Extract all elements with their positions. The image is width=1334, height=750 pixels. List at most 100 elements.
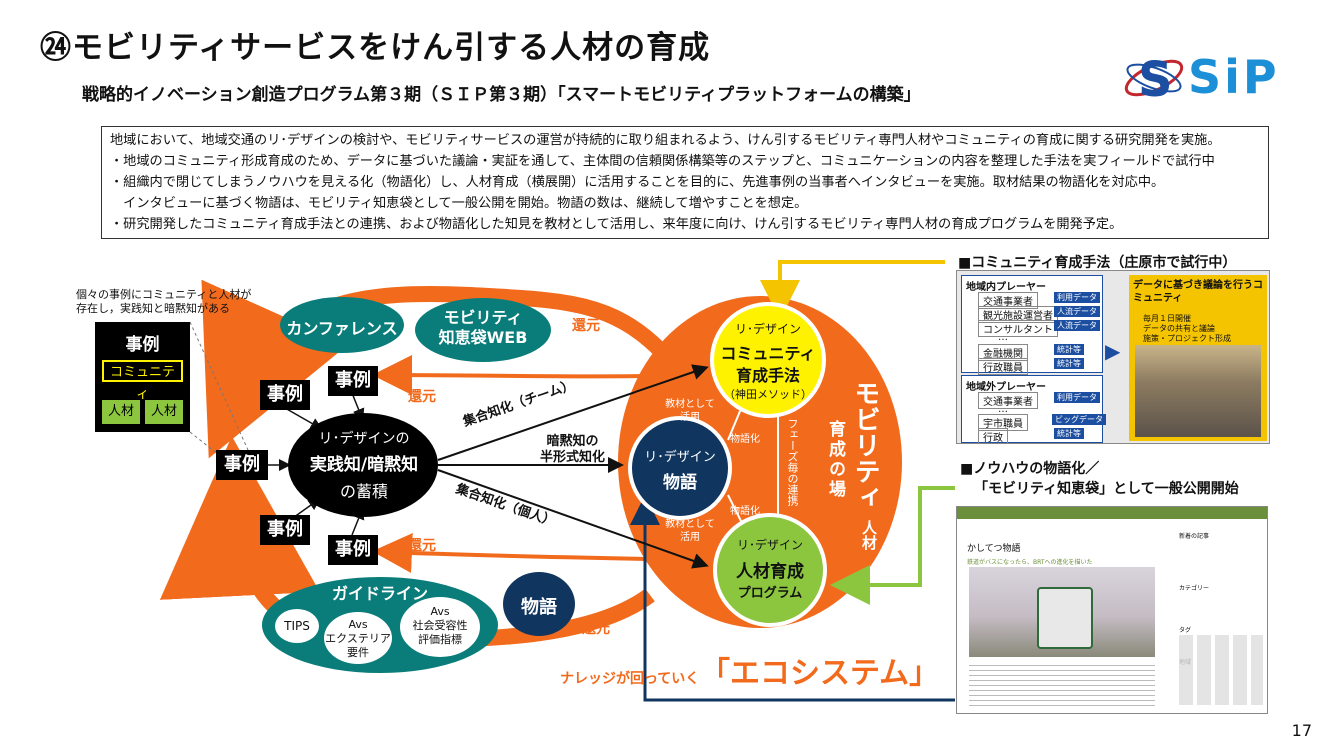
- mobility-web-label: モビリティ 知恵袋WEB: [438, 308, 528, 347]
- monogatari-label: 物語: [521, 597, 557, 618]
- program-line-3: プログラム: [737, 586, 803, 601]
- summary-line: インタビューに基づく物語は、モビリティ知恵袋として一般公開を開始。物語の数は、継…: [110, 196, 808, 211]
- web-sub: 鉄道がバスになったら、BRTへの進化を描いた: [967, 559, 1093, 566]
- community-method-panel: 地域内プレーヤー 交通事業者 観光施設運営者 コンサルタント … 金融機関 行政…: [956, 270, 1270, 444]
- case-box-person-1: 人材: [102, 400, 140, 424]
- knowhow-title-1: ■ノウハウの物語化／: [960, 461, 1100, 477]
- summary-line: ・地域のコミュニティ形成育成のため、データに基づいた議論・実証を通して、主体間の…: [110, 154, 1215, 169]
- avs-exterior-ellipse: [324, 612, 392, 664]
- case-box-title: 事例: [125, 335, 160, 355]
- community-line-3: 育成手法: [735, 366, 800, 385]
- program-line-1: リ･デザイン: [736, 538, 803, 552]
- story-line-2: 物語: [663, 473, 697, 493]
- ba-label: 育成の場: [825, 420, 845, 500]
- center-line-1: リ･デザインの: [318, 431, 410, 447]
- summary-line: ・組織内で閉じてしまうノウハウを見える化（物語化）し、人材育成（横展開）に活用す…: [110, 175, 1165, 190]
- outer-tag: 利用データ: [1054, 392, 1100, 403]
- web-side-title-3: タグ: [1179, 627, 1192, 634]
- program-line-2: 人材育成: [736, 562, 804, 582]
- program-circle: [713, 513, 827, 627]
- inner-tag: 統計等: [1054, 344, 1084, 355]
- avs-exterior-label: Avs エクステリア 要件: [325, 618, 391, 659]
- web-heading: かしてつ物語: [967, 544, 1021, 554]
- avs-social-ellipse: [400, 597, 480, 657]
- case-box-community: コミュニティ: [102, 360, 183, 402]
- story-line-1: リ･デザイン: [644, 450, 716, 465]
- navy-connector: [630, 495, 955, 702]
- return-label-top: 還元: [572, 318, 600, 334]
- conference-label: カンファレンス: [286, 319, 398, 338]
- inner-players-box: 地域内プレーヤー 交通事業者 観光施設運営者 コンサルタント … 金融機関 行政…: [961, 275, 1103, 375]
- outer-players-box: 地域外プレーヤー 交通事業者 … 宇市職員 行政 利用データ ビッグデータ 統計…: [961, 375, 1106, 443]
- sip-logo-text: SiP: [1188, 50, 1280, 104]
- web-nav-bar: [957, 507, 1267, 519]
- yellow-item: 施策・プロジェクト形成: [1143, 334, 1231, 343]
- community-method-title: ■コミュニティ育成手法（庄原市で試行中）: [958, 255, 1237, 271]
- tips-label: TIPS: [284, 619, 310, 633]
- mobility-field-ellipse: [618, 296, 902, 628]
- case-label-3: 事例: [216, 450, 268, 480]
- summary-line: ・研究開発したコミュニティ育成手法との連携、および物語化した知見を教材として活用…: [110, 217, 1123, 232]
- storify-top: 物語化: [730, 434, 760, 445]
- story-circle: [628, 416, 732, 520]
- page-number: 17: [1291, 721, 1312, 740]
- panel-arrow-icon: ▶: [1105, 339, 1121, 363]
- ecosystem-prefix: ナレッジが回っていく: [560, 671, 700, 687]
- yellow-item: データの共有と議論: [1143, 324, 1215, 333]
- cycle-arc-top: [201, 279, 666, 459]
- storify-bottom: 物語化: [730, 506, 760, 517]
- case-label-4: 事例: [260, 515, 310, 545]
- center-line-3: の蓄積: [339, 482, 388, 501]
- page-title: ㉔モビリティサービスをけん引する人材の育成: [40, 30, 711, 66]
- mobility-web-ellipse: [415, 298, 551, 362]
- inner-tag: 人流データ: [1054, 306, 1100, 317]
- community-line-1: リ･デザイン: [734, 322, 801, 336]
- conference-ellipse: [280, 297, 404, 353]
- tips-ellipse: [275, 609, 319, 643]
- summary-line: 地域において、地域交通のリ･デザインの検討や、モビリティサービスの運営が持続的に…: [110, 133, 1221, 148]
- community-method-circle: [710, 302, 826, 418]
- page-subtitle: 戦略的イノベーション創造プログラム第３期（ＳＩＰ第３期）「スマートモビリティプラ…: [82, 85, 921, 105]
- mobility-web-screenshot: かしてつ物語 鉄道がバスになったら、BRTへの進化を描いた 新着の記事 カテゴリ…: [956, 506, 1268, 714]
- knowhow-title-2: 「モビリティ知恵袋」として一般公開開始: [974, 481, 1239, 497]
- center-knowledge-ellipse: [288, 413, 438, 517]
- community-line-2: コミュニティ: [720, 344, 816, 363]
- outer-players-title: 地域外プレーヤー: [966, 382, 1046, 393]
- inner-item: コンサルタント: [978, 320, 1058, 337]
- inner-players-title: 地域内プレーヤー: [966, 282, 1046, 293]
- inner-item: …: [998, 332, 1008, 343]
- green-connector: [830, 486, 955, 605]
- return-label-lower: 還元: [408, 538, 436, 554]
- case-arrow-1: [284, 407, 323, 430]
- note-text: 個々の事例にコミュニティと人材が存在し，実践知と暗黙知がある: [76, 288, 252, 315]
- mobility-vertical-label: モビリティ: [850, 380, 880, 510]
- outer-item: 行政: [978, 428, 1008, 443]
- yellow-connector: [760, 260, 945, 320]
- yellow-box-title: データに基づき議論を行うコミュニティ: [1133, 280, 1263, 304]
- web-side-title-2: カテゴリー: [1179, 585, 1210, 592]
- guideline-label: ガイドライン: [331, 584, 428, 603]
- material-use-top: 教材として 活用: [665, 399, 715, 423]
- inner-tag: 人流データ: [1054, 320, 1100, 331]
- sip-logo: S SiP: [1118, 44, 1298, 110]
- material-use-bottom: 教材として 活用: [665, 519, 715, 543]
- web-side-title-1: 新着の記事: [1179, 533, 1210, 540]
- case-box: 事例 コミュニティ 人材 人材: [95, 322, 190, 432]
- sip-logo-icon: S: [1124, 52, 1184, 108]
- case-label-1: 事例: [260, 380, 310, 410]
- flow-arrow-individual: [437, 469, 709, 569]
- flow-label-semi: 暗黙知の 半形式知化: [540, 434, 606, 465]
- case-label-2: 事例: [328, 366, 378, 396]
- web-side-tags: [1179, 635, 1263, 705]
- monogatari-ellipse: [503, 572, 575, 636]
- outer-tag: 統計等: [1054, 428, 1084, 439]
- ecosystem-label: 「エコシステム」: [700, 656, 940, 691]
- inner-item: 行政職員: [978, 358, 1028, 375]
- phase-link-label: フェーズ毎の連携: [786, 418, 799, 506]
- inner-tag: 統計等: [1054, 358, 1084, 369]
- yellow-community-box: データに基づき議論を行うコミュニティ 毎月１日開催 データの共有と議論 施策・プ…: [1129, 275, 1267, 441]
- outer-item: …: [998, 404, 1008, 415]
- community-line-4: （神田メソッド）: [724, 388, 812, 401]
- outer-item: 宇市職員: [978, 414, 1028, 431]
